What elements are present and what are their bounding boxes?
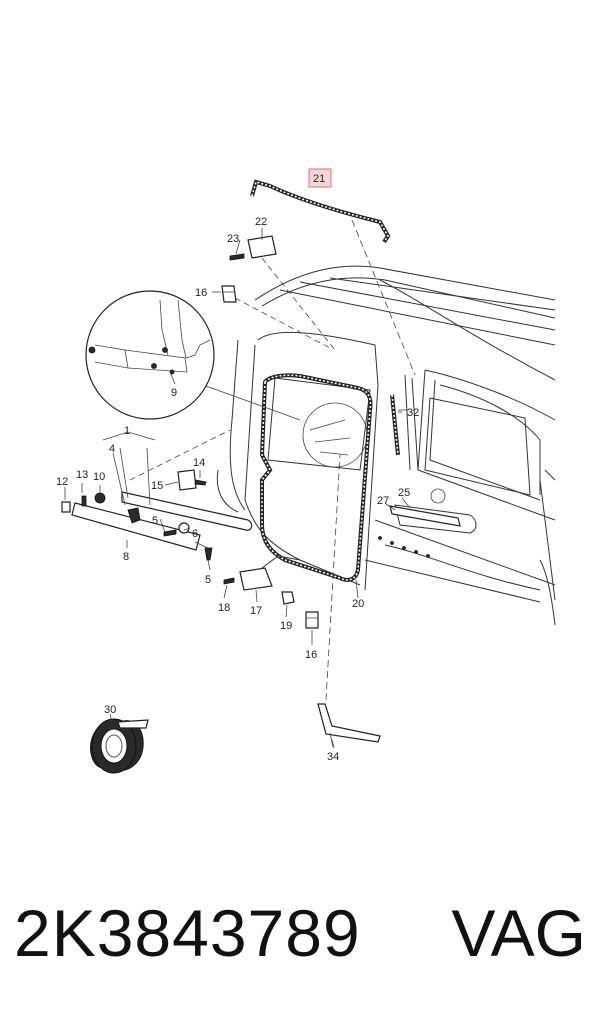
hinge-bracket-parts xyxy=(223,555,301,605)
vertical-strip-part xyxy=(390,394,408,456)
corner-trim-part xyxy=(317,454,381,748)
callout-19: 19 xyxy=(280,620,292,632)
trim-marks xyxy=(378,536,430,558)
callout-34: 34 xyxy=(327,751,339,763)
callout-5: 5 xyxy=(152,515,158,527)
callout-16: 16 xyxy=(305,649,317,661)
rubber-bumpers xyxy=(221,285,331,629)
callout-21: 21 xyxy=(313,173,325,185)
callout-25: 25 xyxy=(398,487,410,499)
callout-23: 23 xyxy=(227,233,239,245)
callout-4: 4 xyxy=(109,443,115,455)
part-number: 2K3843789 xyxy=(14,896,361,970)
callout-32: 32 xyxy=(407,407,419,419)
adhesive-tape-roll xyxy=(90,718,149,774)
callout-18: 18 xyxy=(218,602,230,614)
callout-12: 12 xyxy=(56,476,68,488)
brand-name: VAG xyxy=(451,896,586,970)
footer-caption: 2K3843789 VAG xyxy=(0,888,600,978)
callout-leaders xyxy=(64,228,411,749)
vehicle-body xyxy=(216,265,556,626)
rail-cover-parts xyxy=(389,505,461,527)
callout-5: 5 xyxy=(205,574,211,586)
callout-27: 27 xyxy=(377,495,389,507)
callout-17: 17 xyxy=(250,605,262,617)
callout-14: 14 xyxy=(193,457,205,469)
callout-22: 22 xyxy=(255,216,267,228)
callout-6: 6 xyxy=(192,528,198,540)
callout-10: 10 xyxy=(93,471,105,483)
lower-rail-parts xyxy=(61,429,253,561)
upper-guide-parts xyxy=(229,235,336,351)
roof-seal-part xyxy=(250,179,416,376)
callout-13: 13 xyxy=(76,469,88,481)
callout-8: 8 xyxy=(123,551,129,563)
callout-30: 30 xyxy=(104,704,116,716)
callout-labels: 1 4 5 5 6 8 9 10 12 13 14 15 16 16 17 18… xyxy=(56,173,419,763)
hinge-detail-circle xyxy=(85,290,301,421)
highlight-box xyxy=(308,168,332,188)
callout-9: 9 xyxy=(171,387,177,399)
callout-1: 1 xyxy=(124,425,130,437)
callout-15: 15 xyxy=(151,480,163,492)
door-seal xyxy=(259,373,373,582)
callout-20: 20 xyxy=(352,598,364,610)
callout-16: 16 xyxy=(195,287,207,299)
